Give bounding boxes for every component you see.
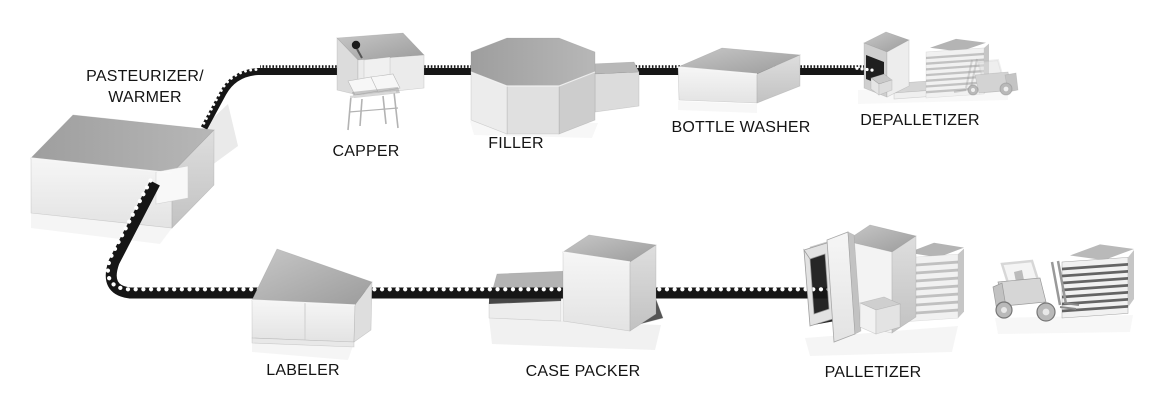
conveyor-bottom-belt bbox=[105, 178, 869, 299]
label-case-packer: CASE PACKER bbox=[525, 363, 641, 380]
machine-filler bbox=[470, 37, 640, 135]
capper-tray bbox=[370, 73, 401, 93]
machine-pasteurizer-warmer bbox=[30, 114, 215, 229]
forklift bbox=[953, 58, 1019, 96]
capper-table-legs bbox=[347, 90, 399, 131]
machine-depalletizer bbox=[855, 31, 1019, 100]
machine-case-packer bbox=[562, 234, 657, 332]
label-palletizer: PALLETIZER bbox=[824, 364, 922, 381]
forklift bbox=[992, 259, 1080, 322]
label-depalletizer: DEPALLETIZER bbox=[860, 112, 980, 129]
machine-palletizer bbox=[803, 224, 964, 343]
label-bottle-washer: BOTTLE WASHER bbox=[671, 119, 811, 136]
machine-labeler bbox=[251, 248, 373, 348]
capper-cap-feeder bbox=[351, 40, 361, 50]
machine-bottle-washer bbox=[677, 47, 802, 104]
finished-pallet-stack bbox=[1061, 244, 1134, 319]
pasteurizer-outfeed-panel bbox=[155, 165, 189, 205]
belt-end-rollers bbox=[855, 66, 874, 72]
machine-capper bbox=[336, 32, 425, 131]
label-labeler: LABELER bbox=[266, 362, 340, 379]
label-pasteurizer-warmer: PASTEURIZER/ WARMER bbox=[86, 68, 204, 106]
label-filler: FILLER bbox=[488, 135, 544, 152]
label-capper: CAPPER bbox=[332, 143, 400, 160]
